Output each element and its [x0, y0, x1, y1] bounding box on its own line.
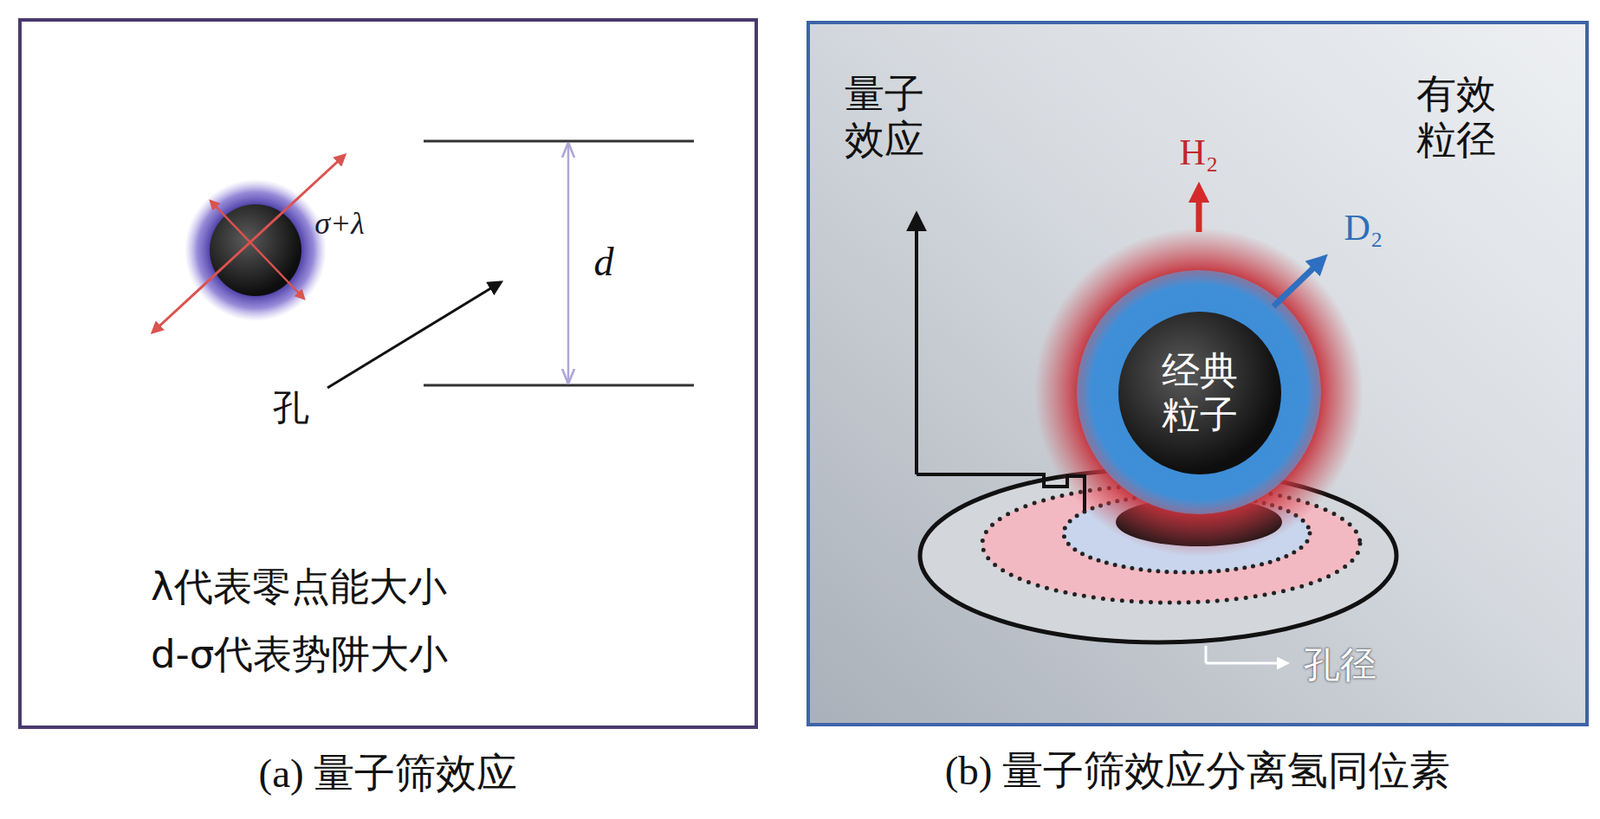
note-text: λ代表零点能大小	[150, 561, 447, 614]
particle-circle: 经典 粒子	[1118, 311, 1282, 475]
axis-label: 量子 效应	[844, 71, 933, 163]
part-label: 孔	[272, 383, 310, 433]
axis-label: 有效 粒径	[1416, 71, 1504, 163]
species-label: D₂	[1344, 207, 1384, 249]
note-text: d-σ代表势阱大小	[150, 628, 448, 681]
dimension-label: σ+λ	[314, 205, 365, 242]
species-label: H₂	[1179, 131, 1219, 174]
dimension-label: d	[594, 239, 615, 286]
panel-caption: (a) 量子筛效应	[21, 746, 755, 802]
panel-box: (a) 量子筛效应	[18, 18, 758, 730]
panel-caption: (b) 量子筛效应分离氢同位素	[809, 744, 1586, 799]
node-label: 经典 粒子	[1158, 349, 1243, 437]
axis-label: 孔径	[1303, 641, 1377, 690]
